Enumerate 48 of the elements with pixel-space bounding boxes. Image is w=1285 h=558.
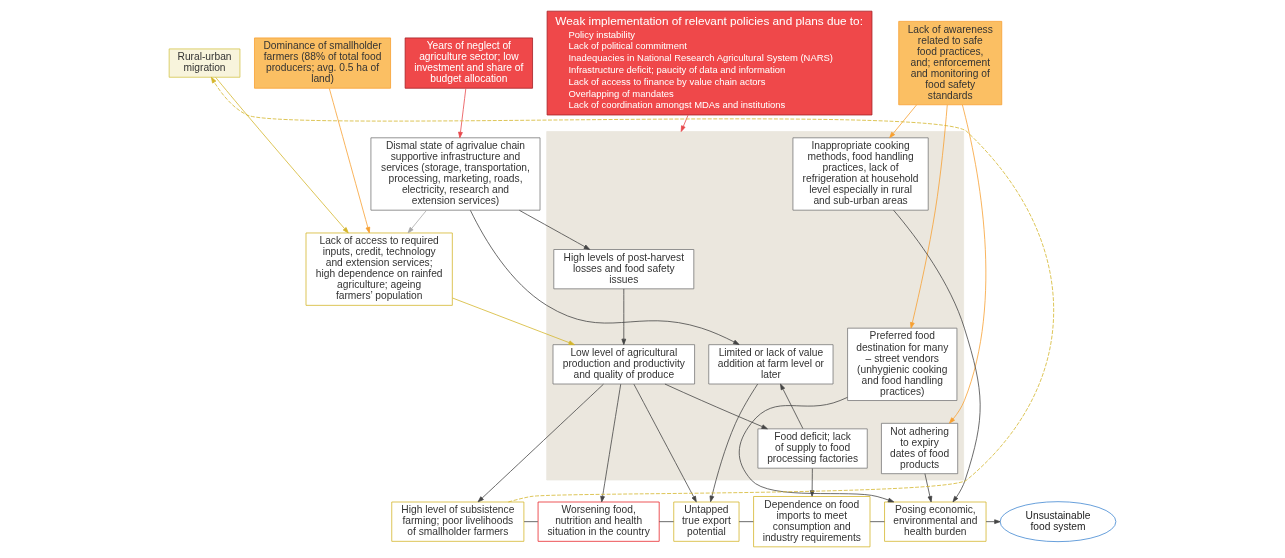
connector: [869, 521, 885, 523]
node-box: Untapped true export potential: [673, 501, 740, 542]
arrow: [893, 209, 981, 503]
arrow: [215, 77, 349, 234]
node-box: High levels of post-harvest losses and food safety issues: [553, 249, 695, 290]
arrow: [889, 104, 917, 139]
arrow: [600, 383, 622, 503]
arrow: [780, 383, 804, 429]
arrow: [458, 88, 467, 139]
arrow: [452, 297, 575, 346]
arrow: [910, 104, 948, 329]
arrow: [738, 397, 895, 503]
node-box: Worsening food, nutrition and health situation in the country: [537, 501, 660, 542]
node-box: Inappropriate cooking methods, food handling practices, lack of refrigeration at household level especially in rural and sub-urban areas: [792, 137, 929, 211]
connector: [523, 521, 539, 523]
arrow: [621, 288, 627, 346]
node-box: Preferred food destination for many – street vendors (unhygienic cooking and food handling practices): [847, 327, 958, 401]
arrow: [477, 383, 604, 503]
arrow: [709, 383, 759, 503]
connector: [738, 521, 754, 523]
arrow: [664, 383, 768, 430]
arrow: [949, 104, 987, 424]
arrow: [518, 209, 591, 250]
node-box: Dominance of smallholder farmers (88% of total food producers; avg. 0.5 ha of land): [254, 37, 391, 89]
arrow: [680, 114, 689, 132]
node-box: Rural-urban migration: [168, 48, 241, 78]
node-box: Posing economic, environmental and health burden: [884, 501, 987, 542]
node-box: Low level of agricultural production and productivity and quality of produce: [552, 344, 695, 385]
connector: [658, 521, 674, 523]
arrow: [809, 468, 815, 497]
node-box: Food deficit; lack of supply to food processing factories: [757, 428, 868, 469]
arrow: [924, 473, 933, 503]
node-box: Not adhering to expiry dates of food products: [881, 422, 959, 475]
node-box: Weak implementation of relevant policies and plans due to: Policy instability Lack of political commitment Inadequacies in National Research Agricultural System (NARS) Infrastructure deficit; paucity of data and information Lack of access to finance by value chain actors Overlapping of mandates Lack of coordination amongst MDAs and institutions: [546, 10, 873, 116]
node-box: Dependence on food imports to meet consumption and industry requirements: [753, 496, 871, 548]
node-ellipse: Unsustainable food system: [999, 501, 1117, 543]
arrow: [470, 210, 740, 345]
node-box: Lack of awareness related to safe food practices, and; enforcement and monitoring of food safety standards: [898, 21, 1003, 106]
arrow: [328, 87, 371, 234]
node-box: Dismal state of agrivalue chain supportive infrastructure and services (storage, transportation, processing, marketing, roads, electricity, research and extension services): [370, 137, 541, 211]
arrow: [985, 519, 1001, 524]
arrow: [210, 76, 1055, 503]
node-box: High level of subsistence farming; poor livelihoods of smallholder farmers: [391, 501, 525, 542]
node-box: Limited or lack of value addition at farm level or later: [708, 344, 834, 385]
arrow: [407, 210, 427, 234]
arrow: [633, 383, 697, 503]
node-box: Lack of access to required inputs, credit, technology and extension services; high dependence on rainfed agriculture; ageing farmers’ population: [305, 232, 453, 306]
node-box: Years of neglect of agriculture sector; low investment and share of budget allocation: [404, 37, 533, 89]
